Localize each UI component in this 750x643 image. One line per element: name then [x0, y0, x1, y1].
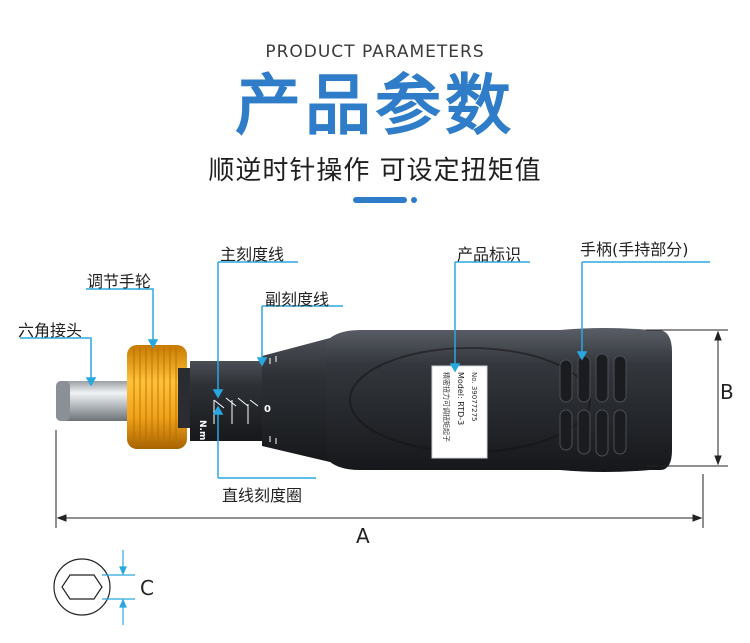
dimension-lines [55, 329, 728, 528]
neck-ring: 0 [262, 338, 330, 462]
label-brand: 精密扭力可调扭矩起子 [442, 372, 451, 442]
section-subtitle: 顺逆时针操作 可设定扭矩值 [208, 156, 542, 186]
dimension-c-label: C [140, 576, 154, 600]
dimension-a-label: A [356, 524, 370, 548]
hex-connector [56, 381, 134, 421]
dimension-b-label: B [720, 380, 734, 404]
product-label-sticker: 精密扭力可调扭矩起子 Model: RTD-3 No. 39077275 [431, 365, 488, 459]
callout-hex-connector: 六角接头 [18, 321, 83, 340]
handle [326, 328, 672, 472]
hex-section-detail [53, 550, 135, 625]
accent-bar [353, 197, 417, 203]
sub-scale-zero: 0 [264, 404, 271, 415]
section-title-cn: 产品参数 [235, 67, 515, 144]
scale-unit: N.m [197, 420, 207, 440]
callout-handle: 手柄(手持部分) [580, 240, 689, 259]
label-serial: No. 39077275 [470, 372, 478, 421]
callout-linear-scale-ring: 直线刻度圈 [222, 486, 303, 505]
callout-adjust-wheel: 调节手轮 [87, 272, 152, 291]
section-title-en: PRODUCT PARAMETERS [265, 42, 485, 62]
label-model: Model: RTD-3 [456, 372, 465, 425]
callout-main-scale: 主刻度线 [220, 245, 285, 264]
callout-lines [20, 261, 710, 479]
callout-product-label: 产品标识 [457, 245, 522, 264]
callout-sub-scale: 副刻度线 [265, 290, 330, 309]
